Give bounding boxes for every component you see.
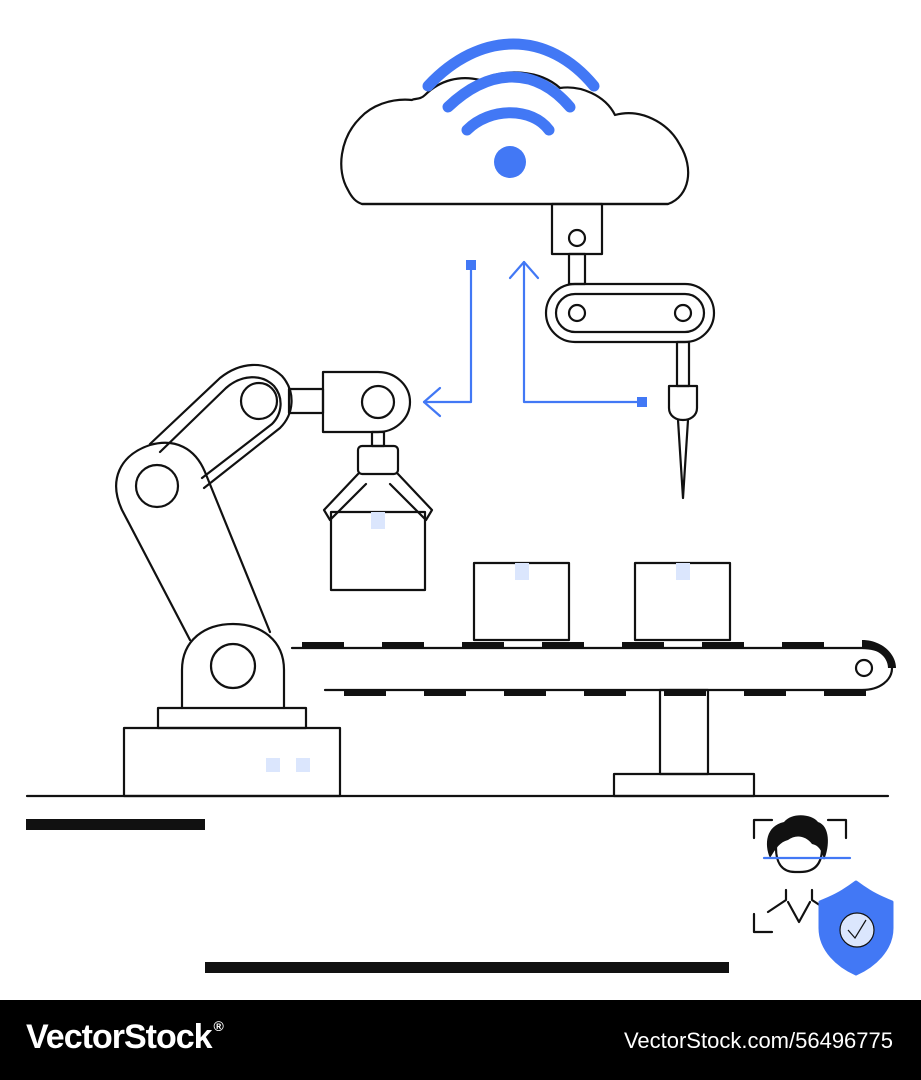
robot-base-plate [156,706,308,730]
robot-upper-arm [148,363,293,490]
gripper-neck [370,430,386,448]
ground-bar-bottom [205,962,729,973]
illustration-scene [25,38,896,976]
robot-head [321,370,412,434]
data-flow-arrow-left [422,264,473,404]
robot-lower-arm [115,441,272,642]
robot-elbow-joint [134,463,180,509]
top-arm-link-joint-right [673,303,693,323]
top-arm-link-joint-left [567,303,587,323]
conveyor-foot [612,772,756,798]
brand-name: VectorStock [26,1018,213,1056]
gripper-claw-left [322,472,368,522]
robot-shoulder-joint [209,642,257,690]
data-flow-arrow-up-head [508,260,540,280]
footer-bar: VectorStock® VectorStock.com/56496775 [0,1000,921,1080]
cloud-icon [340,71,690,206]
conveyor-roller [854,658,874,678]
data-flow-arrow-left-head [422,386,442,418]
needle-holder [675,340,691,388]
face-hair [766,815,828,860]
needle-icon [667,384,699,422]
robot-connector [287,387,325,415]
needle-tip [676,418,690,500]
conveyor-belt [290,646,894,692]
gripper-claw-right [388,472,434,522]
conveyor-leg [658,688,710,776]
top-arm-neck [567,252,587,286]
gripper-body [356,444,400,476]
top-arm-link-inner [554,292,706,334]
top-arm-mount-joint [567,228,587,248]
wifi-icon [422,38,600,136]
robot-shoulder [180,622,286,710]
robot-head-joint [360,384,396,420]
shield-check-icon [818,880,894,976]
top-arm-link [544,282,716,344]
data-flow-arrow-up [522,260,643,404]
brand-mark: ® [213,1018,224,1034]
wifi-dot [494,146,526,178]
robot-upper-arm-inner [158,376,282,480]
robot-upper-joint [239,381,279,421]
image-id-label: VectorStock.com/56496775 [623,1028,893,1053]
ground-bar-left [26,819,205,830]
brand-logo[interactable]: VectorStock® [26,1018,224,1057]
